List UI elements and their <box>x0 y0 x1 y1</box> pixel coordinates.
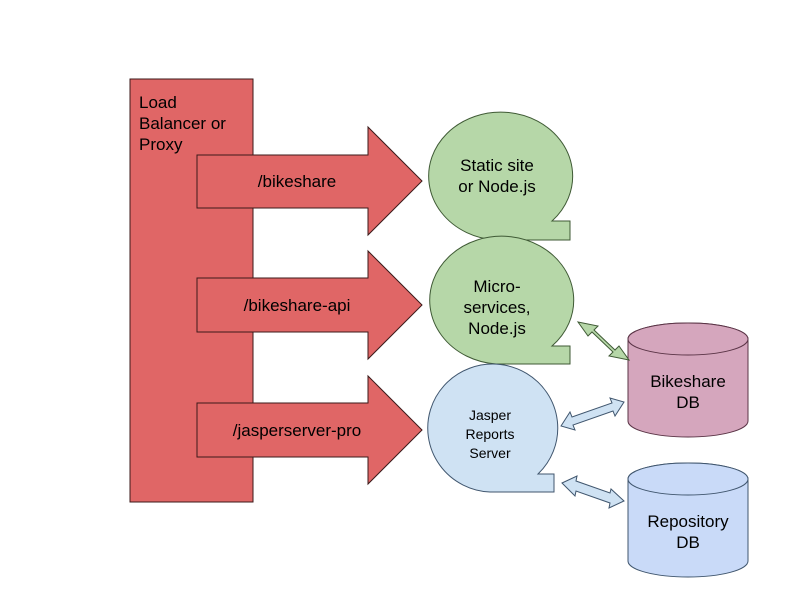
route-arrow-jasperserver-pro <box>196 374 423 486</box>
route-arrow-bikeshare <box>196 125 423 237</box>
route-label-bikeshare-api: /bikeshare-api <box>243 296 351 315</box>
route-label-bikeshare: /bikeshare <box>257 172 337 191</box>
service-bubble-static-site <box>428 111 574 241</box>
bikeshare-db-cylinder <box>627 322 749 438</box>
connector-microservices-bikeshare-db <box>576 321 631 361</box>
route-arrow-bikeshare-api <box>196 249 423 361</box>
bikeshare-db-label: Bikeshare DB <box>650 372 726 412</box>
service-bubble-microservices <box>429 235 575 365</box>
repository-db-label: Repository DB <box>647 512 729 552</box>
service-bubble-jasper-reports <box>427 363 559 493</box>
service-label-jasper-reports: Jasper Reports Server <box>465 407 515 461</box>
connector-jasper-repository-db <box>561 475 625 509</box>
service-label-microservices: Micro- services, Node.js <box>463 277 531 338</box>
repository-db-cylinder <box>627 462 749 578</box>
connector-jasper-bikeshare-db <box>560 397 625 431</box>
load-balancer-label: Load Balancer or Proxy <box>139 93 226 154</box>
service-label-static-site: Static site or Node.js <box>458 156 536 196</box>
route-label-jasperserver-pro: /jasperserver-pro <box>232 421 362 440</box>
